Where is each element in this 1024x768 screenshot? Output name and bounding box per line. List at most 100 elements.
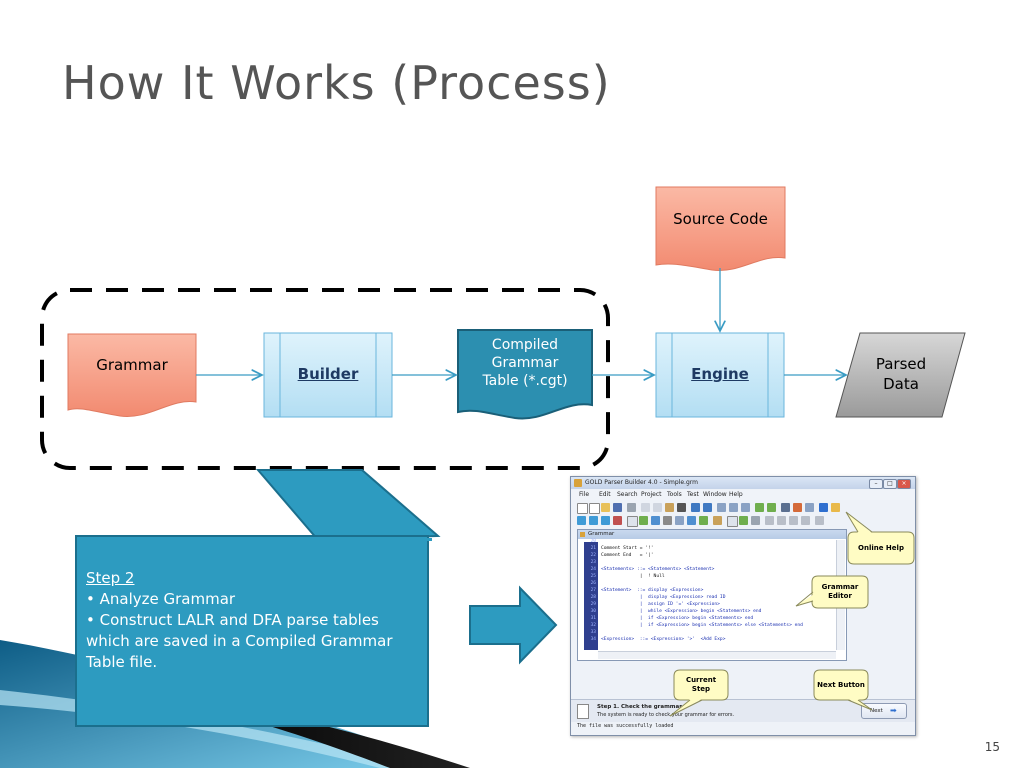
menu-test[interactable]: Test	[687, 491, 699, 498]
sets-icon[interactable]	[663, 516, 672, 525]
compiled-label-line1: Compiled	[491, 337, 559, 353]
indent-icon[interactable]	[717, 503, 726, 512]
line-number: 33	[590, 630, 596, 635]
delete-icon[interactable]	[677, 503, 686, 512]
parsed-data-shape	[835, 332, 966, 418]
menu-tools[interactable]: Tools	[667, 491, 682, 498]
code-line: | assign ID '=' <Expression>	[601, 602, 720, 607]
dfa-icon[interactable]	[699, 516, 708, 525]
toolbar-row-2	[575, 515, 911, 527]
app-logo-icon	[574, 479, 582, 487]
states-icon[interactable]	[675, 516, 684, 525]
line-number: 24	[590, 567, 596, 572]
run-icon[interactable]	[577, 516, 586, 525]
online-help-icon[interactable]	[831, 503, 840, 512]
symbols-icon[interactable]	[639, 516, 648, 525]
new-doc-icon[interactable]	[589, 503, 600, 514]
undo-icon[interactable]	[691, 503, 700, 512]
chart-icon[interactable]	[793, 503, 802, 512]
grammar-label: Grammar	[96, 356, 168, 374]
grammar-editor-callout-shape	[795, 575, 869, 609]
line-number: 30	[590, 609, 596, 614]
next-button-callout: Next Button	[817, 680, 865, 689]
close-button[interactable]: ×	[897, 479, 911, 489]
check-icon[interactable]	[727, 516, 738, 527]
help-icon[interactable]	[819, 503, 828, 512]
copy-icon[interactable]	[653, 503, 662, 512]
code-line: <Statements> ::= <Statements> <Statement…	[601, 567, 715, 572]
comment-icon[interactable]	[741, 503, 750, 512]
step-into-icon[interactable]	[601, 516, 610, 525]
online-help-callout: Online Help	[858, 543, 904, 552]
code-line: <Statement> ::= display <Expression>	[601, 588, 704, 593]
parsed-label-line2: Data	[883, 375, 919, 393]
line-number: 28	[590, 595, 596, 600]
menu-search[interactable]: Search	[617, 491, 638, 498]
next-button-label: Next	[870, 708, 883, 714]
step-panel: Step 1. Check the grammar. The system is…	[571, 699, 915, 722]
lalr-icon[interactable]	[687, 516, 696, 525]
line-number: 20	[590, 539, 596, 544]
rules-icon[interactable]	[651, 516, 660, 525]
paste-icon[interactable]	[665, 503, 674, 512]
code-line: Comment End = '|'	[601, 553, 654, 558]
open-folder-icon[interactable]	[601, 503, 610, 512]
step-description: Step 2 • Analyze Grammar • Construct LAL…	[86, 568, 416, 673]
online-help-callout-shape	[845, 511, 915, 565]
table-icon[interactable]	[627, 516, 638, 527]
step-forward-icon[interactable]	[589, 516, 598, 525]
reset-icon[interactable]	[815, 516, 824, 525]
step-title: Step 2	[86, 569, 135, 587]
step-callout-pointer	[255, 469, 441, 542]
builder-group-border	[40, 288, 610, 470]
arrow-right-icon: ➡	[890, 706, 897, 715]
menu-help[interactable]: Help	[729, 491, 743, 498]
properties-icon[interactable]	[751, 516, 760, 525]
verify-icon[interactable]	[739, 516, 748, 525]
line-number: 34	[590, 637, 596, 642]
maximize-button[interactable]: □	[883, 479, 897, 489]
toggle-icon[interactable]	[767, 503, 776, 512]
grammar-pane-icon	[580, 532, 585, 537]
step-panel-desc: The system is ready to check your gramma…	[597, 712, 735, 718]
app-menubar: File Edit Search Project Tools Test Wind…	[571, 490, 915, 500]
stop-icon[interactable]	[613, 516, 622, 525]
grammar-editor-callout: Grammar Editor	[821, 583, 859, 600]
grammar-pane-titlebar: Grammar	[578, 530, 846, 539]
menu-file[interactable]: File	[579, 491, 590, 498]
menu-window[interactable]: Window	[703, 491, 727, 498]
minimize-button[interactable]: –	[869, 479, 883, 489]
cut-icon[interactable]	[641, 503, 650, 512]
outdent-icon[interactable]	[729, 503, 738, 512]
editor-hscrollbar[interactable]	[598, 651, 836, 659]
pause-icon[interactable]	[789, 516, 798, 525]
redo-icon[interactable]	[703, 503, 712, 512]
compiled-document-shape	[457, 329, 593, 420]
new-file-icon[interactable]	[577, 503, 588, 514]
export-icon[interactable]	[713, 516, 722, 525]
line-number-gutter	[584, 542, 598, 650]
print-icon[interactable]	[627, 503, 636, 512]
parsed-label-line1: Parsed	[875, 355, 927, 373]
code-line: | if <Expression> begin <Statements> end	[601, 616, 754, 621]
play-icon[interactable]	[765, 516, 774, 525]
current-step-callout: Current Step	[685, 676, 717, 693]
halt-icon[interactable]	[801, 516, 810, 525]
code-line: | while <Expression> begin <Statements> …	[601, 609, 762, 614]
compiled-label-line3: Table (*.cgt)	[482, 373, 568, 389]
engine-label: Engine	[691, 365, 749, 383]
line-number: 21	[590, 546, 596, 551]
line-number: 26	[590, 581, 596, 586]
menu-edit[interactable]: Edit	[599, 491, 611, 498]
goto-icon[interactable]	[805, 503, 814, 512]
step-bullet-1: • Analyze Grammar	[86, 590, 236, 608]
slide-number: 15	[984, 740, 1000, 754]
menu-project[interactable]: Project	[641, 491, 662, 498]
next-button[interactable]: Next ➡	[861, 703, 907, 719]
find-icon[interactable]	[781, 503, 790, 512]
skip-icon[interactable]	[777, 516, 786, 525]
toolbar-row-1	[575, 502, 911, 514]
uncomment-icon[interactable]	[755, 503, 764, 512]
save-icon[interactable]	[613, 503, 622, 512]
